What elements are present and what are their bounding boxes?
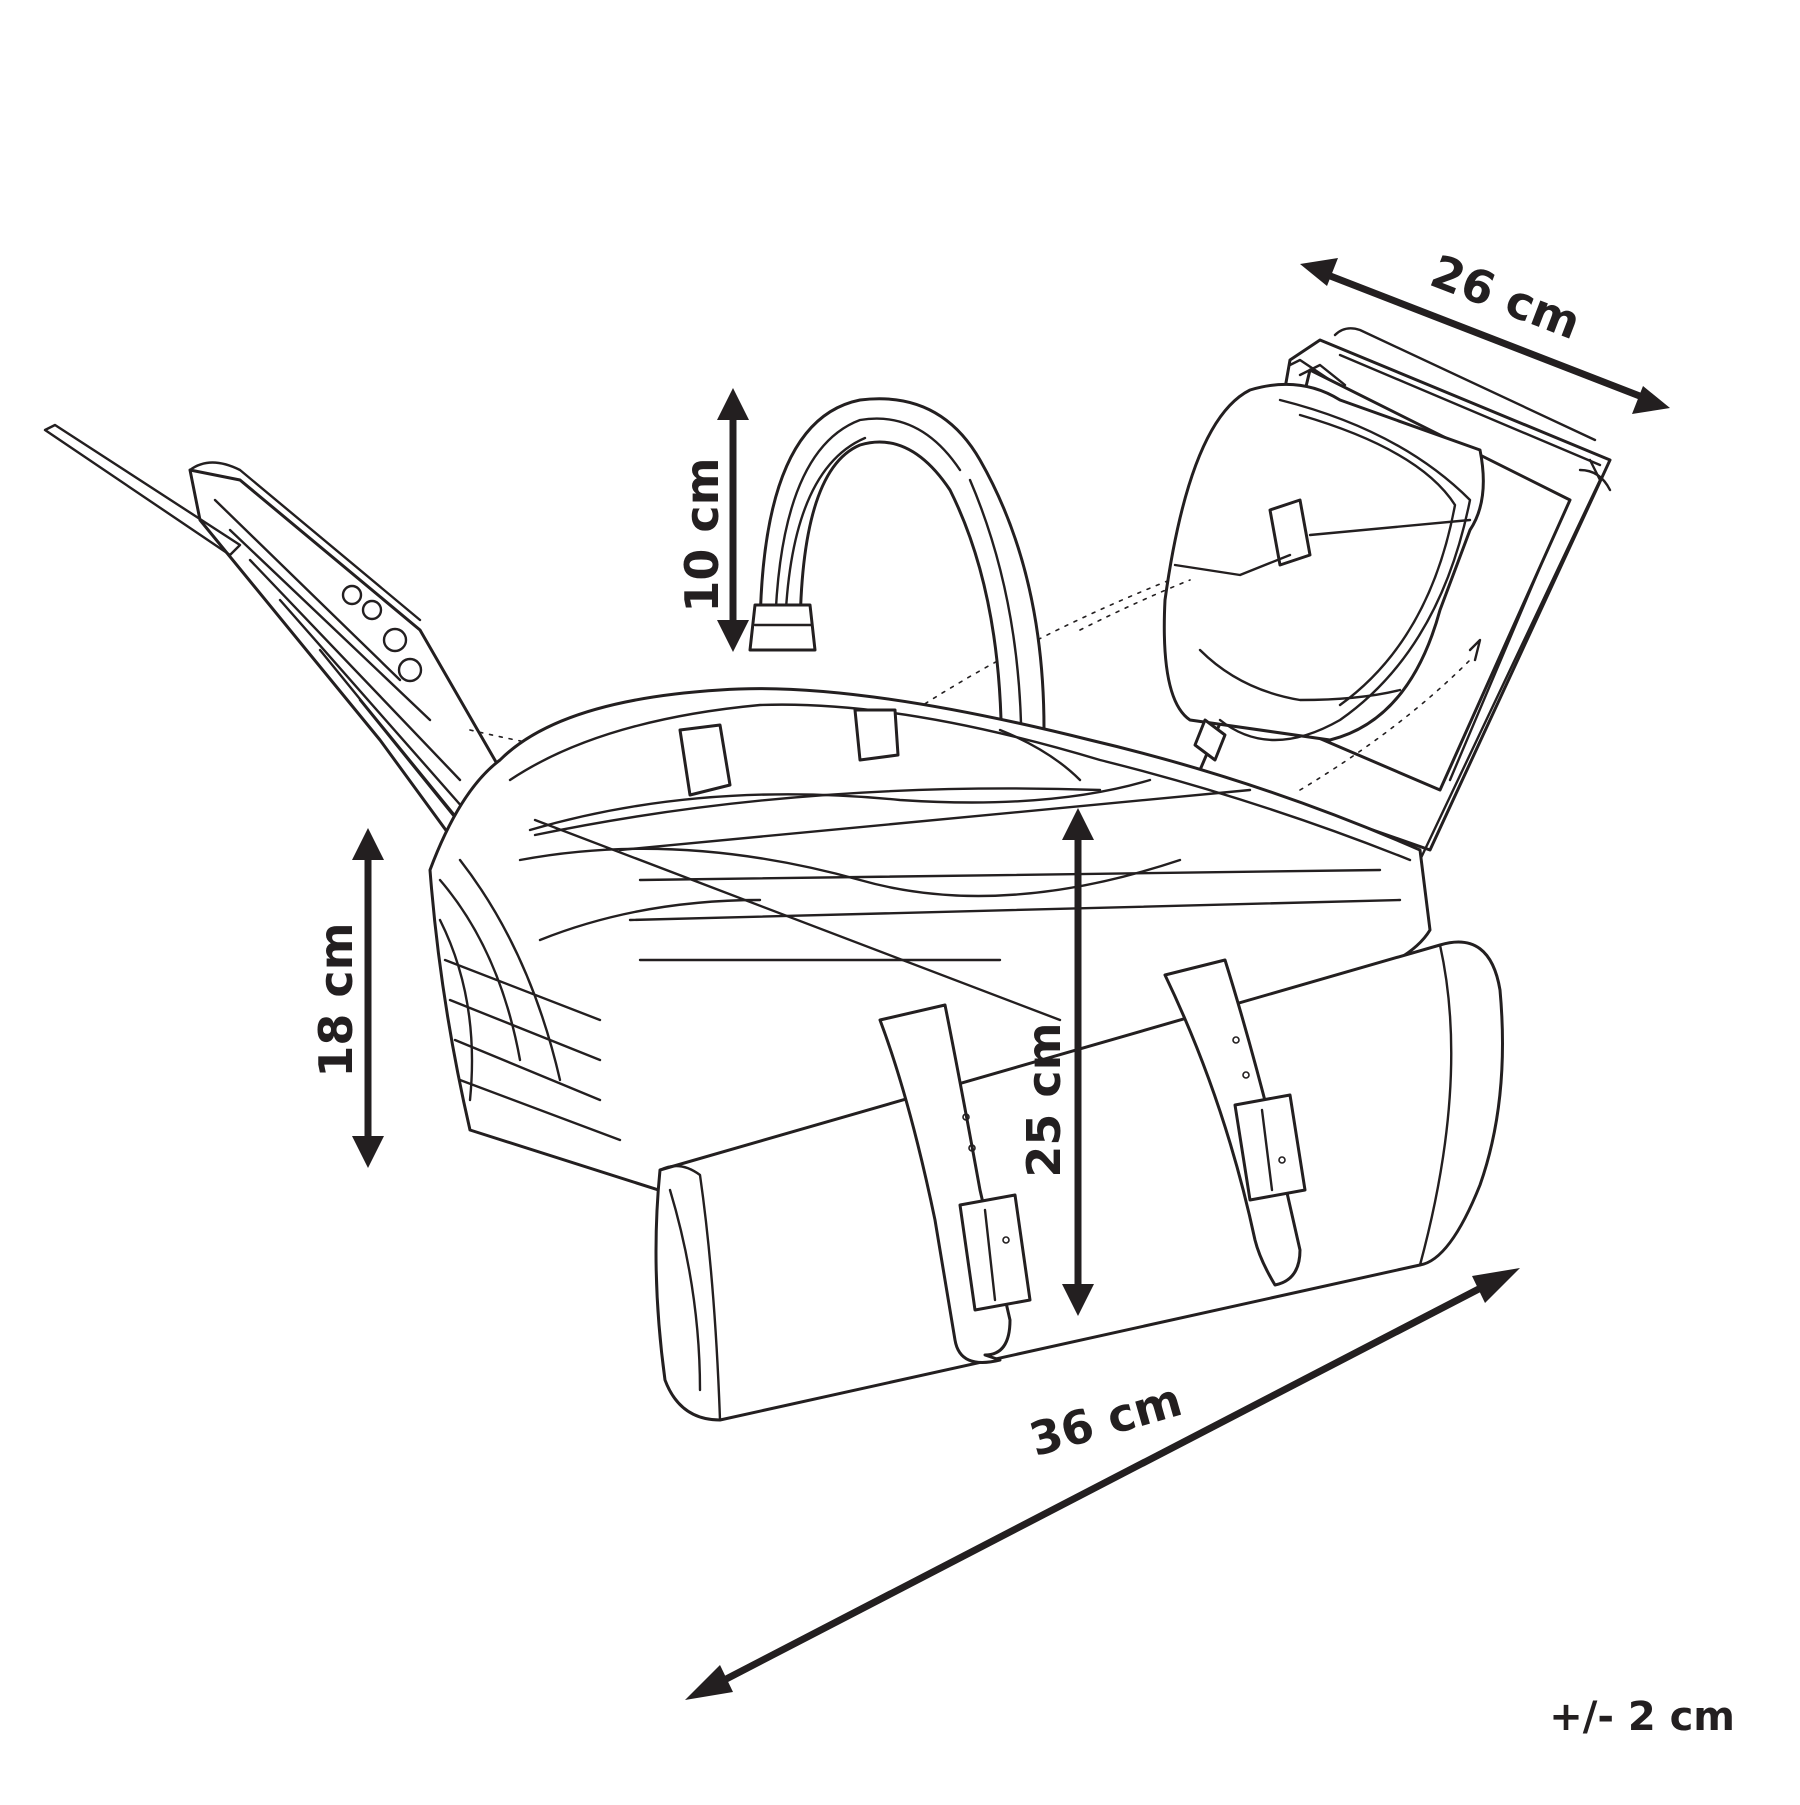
width-arrow [685,1268,1520,1700]
body-height-label: 18 cm [309,922,363,1077]
picnic-basket-illustration [43,327,1612,1422]
depth-label: 26 cm [1424,244,1588,350]
total-height-label: 25 cm [1017,1022,1071,1177]
handle-height-label: 10 cm [675,457,729,612]
tolerance-note: +/- 2 cm [1549,1694,1735,1740]
basket-body [428,687,1432,1202]
handle-height-arrow [717,388,749,652]
total-height-arrow [1062,808,1094,1316]
body-height-arrow [352,828,384,1168]
depth-arrow [1300,258,1670,414]
cooler-bag [1162,382,1485,762]
dimension-arrows [352,258,1670,1700]
